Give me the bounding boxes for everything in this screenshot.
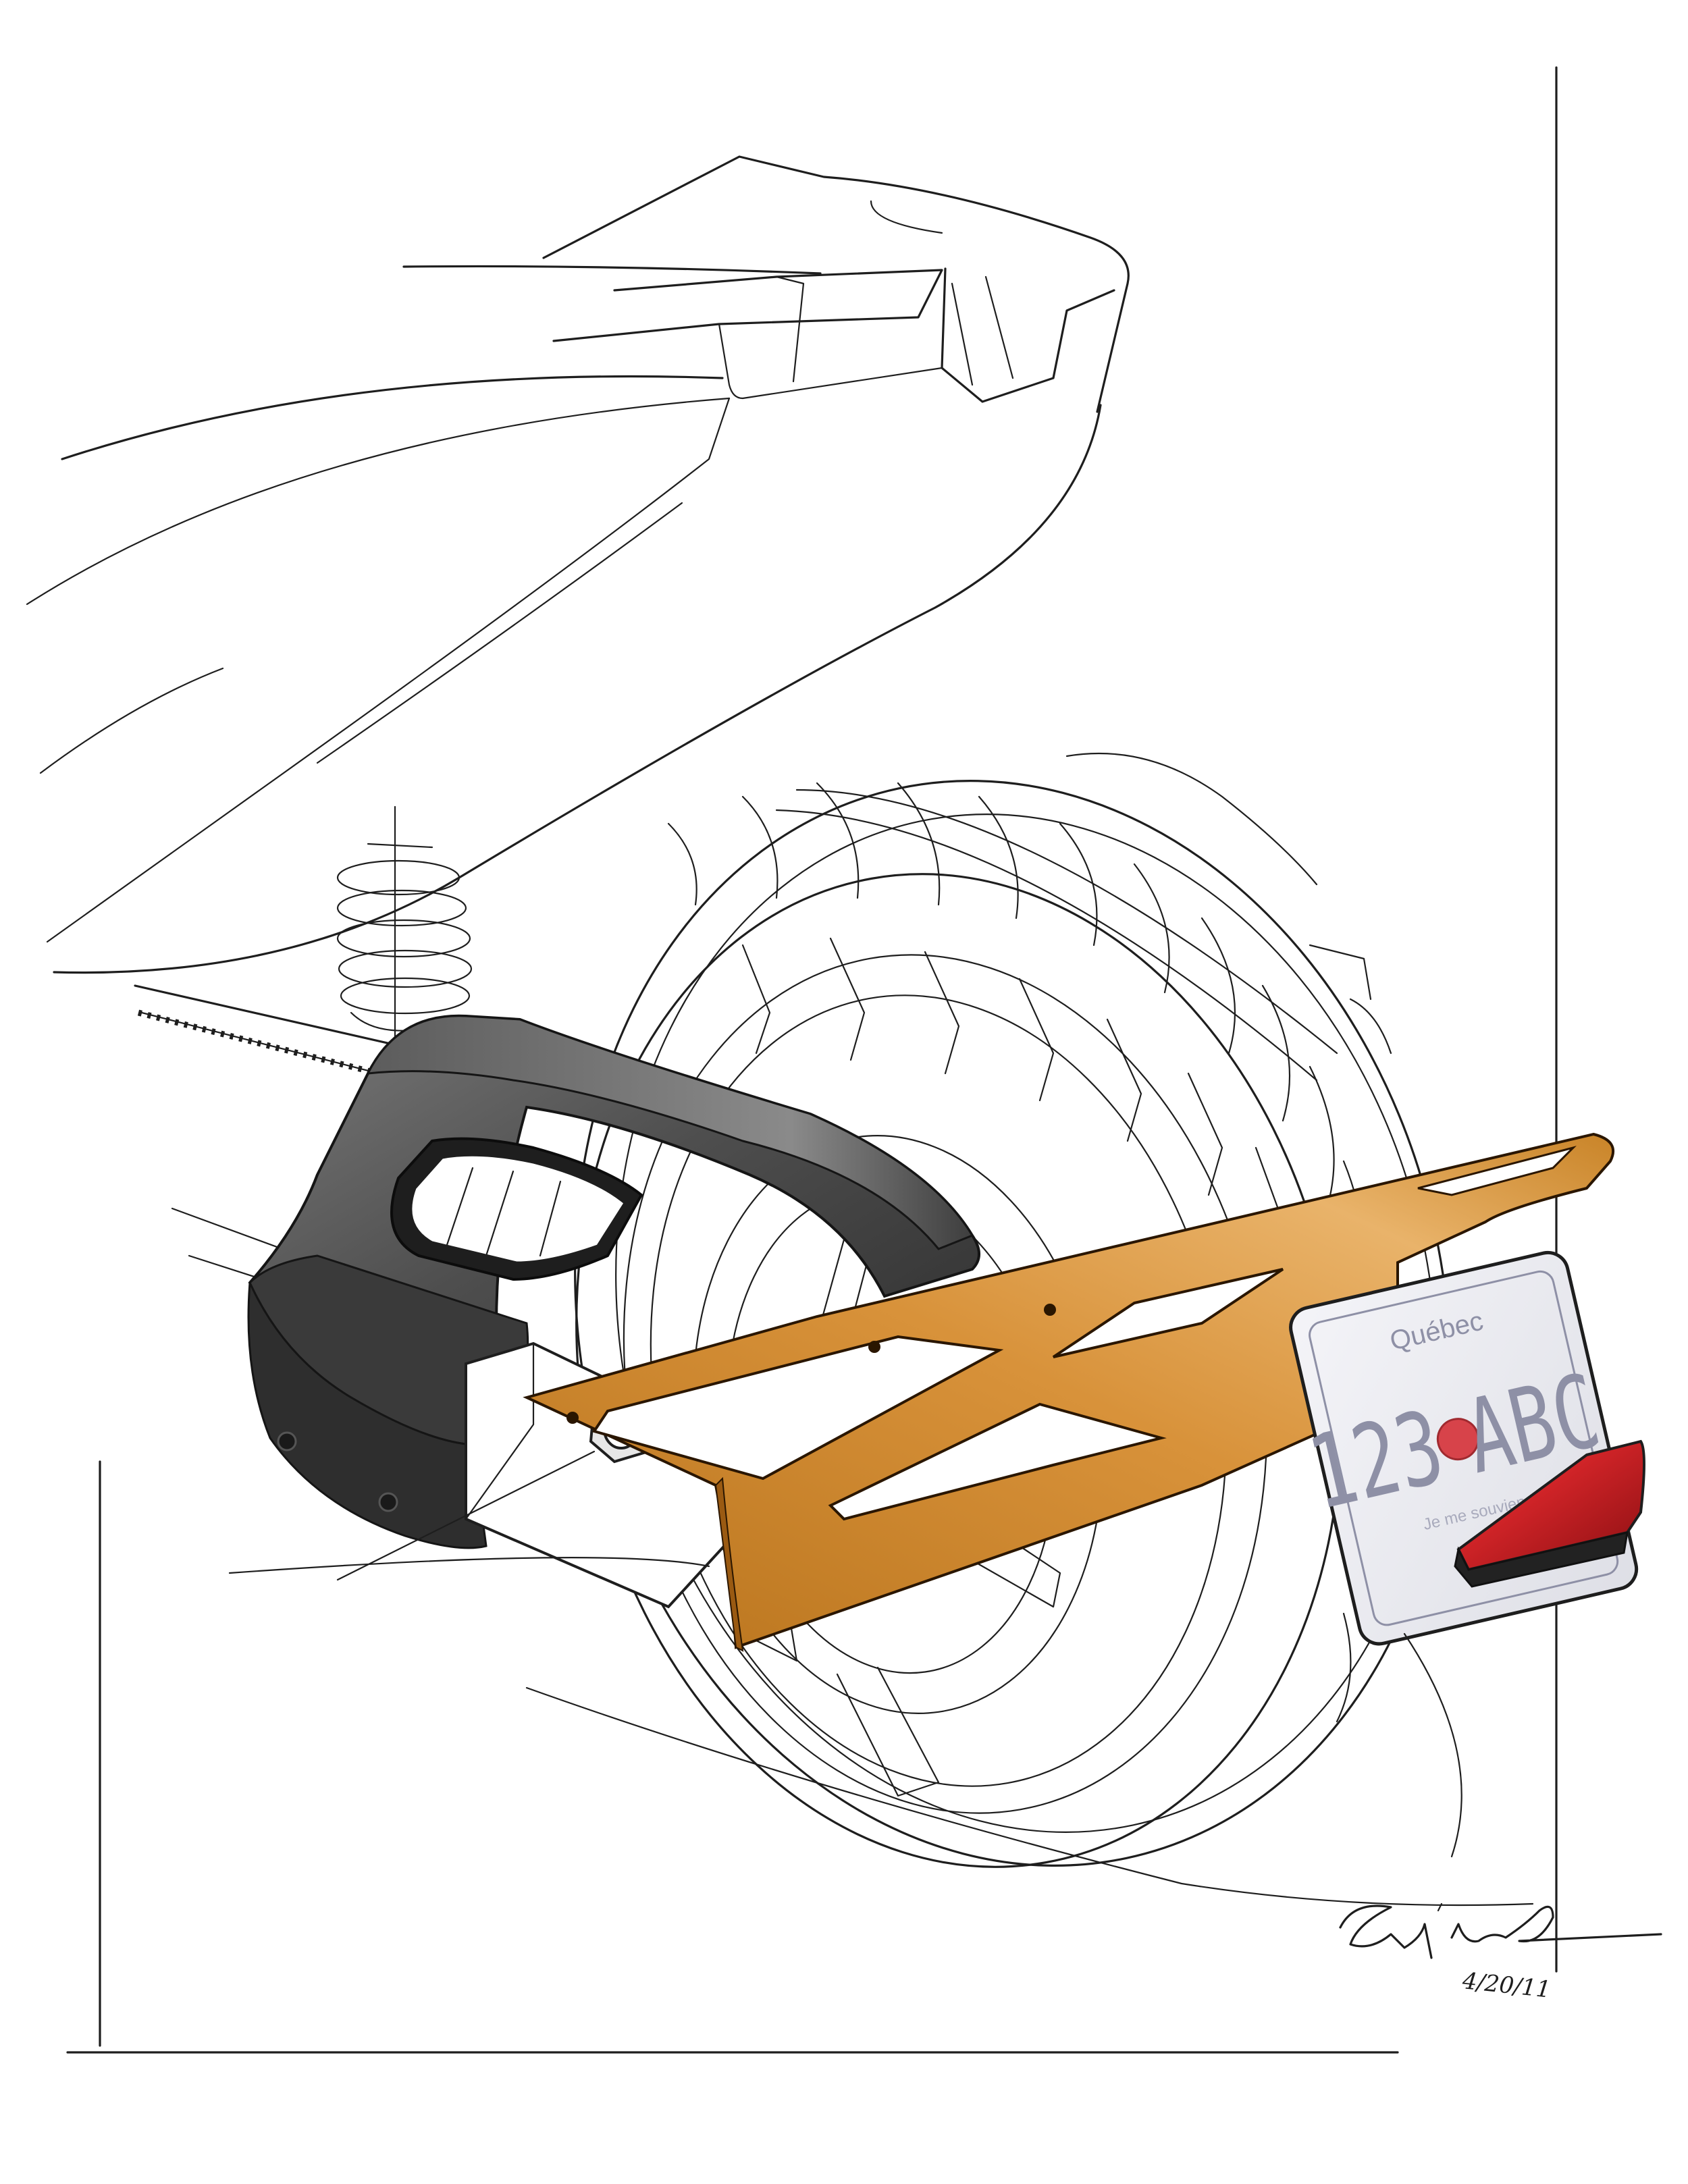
frame-lines <box>66 66 1558 2054</box>
license-plate-bracket <box>523 1132 1614 1652</box>
tail-section <box>26 155 1130 974</box>
plate-number-left: 123 <box>1298 1388 1453 1533</box>
signature-date: 4/20/11 <box>1460 1967 1552 2004</box>
license-plate: Québec 123 ABC Je me souviens <box>1289 1250 1639 1646</box>
shock-spring <box>336 805 473 1041</box>
artist-signature <box>1339 1902 1662 1959</box>
ground-lines <box>228 1557 1534 1907</box>
rear-hugger <box>247 1014 980 1549</box>
plate-flower-icon <box>1436 1418 1479 1461</box>
tail-light <box>1454 1439 1645 1588</box>
